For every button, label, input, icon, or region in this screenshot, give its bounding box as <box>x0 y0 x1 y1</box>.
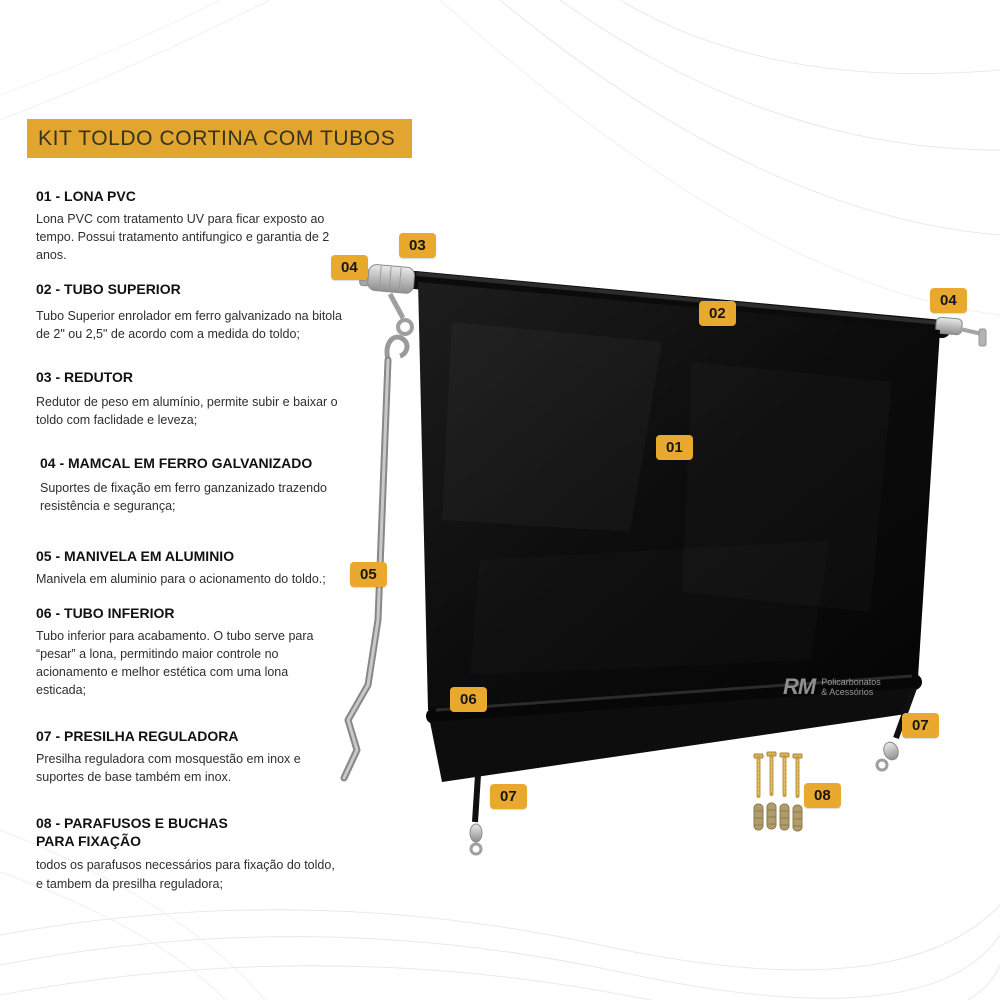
spec-item-04-mamcal: 04 - MAMCAL EM FERRO GALVANIZADO Suporte… <box>40 455 348 515</box>
page-title: KIT TOLDO CORTINA COM TUBOS <box>38 126 396 150</box>
mamcal-right <box>935 316 987 347</box>
mamcal-left <box>387 292 414 336</box>
item-heading-01: 01 - LONA PVC <box>36 188 136 204</box>
item-body-02: Tubo Superior enrolador em ferro galvani… <box>36 309 342 342</box>
spec-item-08-parafusos: 08 - PARAFUSOS E BUCHAS PARA FIXAÇÃO tod… <box>36 814 336 893</box>
spec-item-01-lona-pvc: 01 - LONA PVC Lona PVC com tratamento UV… <box>36 188 354 264</box>
brand-watermark: RM Policarbonatos & Acessórios <box>783 674 881 700</box>
item-heading-04: 04 - MAMCAL EM FERRO GALVANIZADO <box>40 455 313 471</box>
callout-07-presilha-left: 07 <box>490 784 527 809</box>
brand-line2: & Acessórios <box>821 687 874 697</box>
spec-item-05-manivela: 05 - MANIVELA EM ALUMINIO Manivela em al… <box>36 548 376 588</box>
callout-07-presilha-right: 07 <box>902 713 939 738</box>
item-heading-02: 02 - TUBO SUPERIOR <box>36 281 181 297</box>
item-body-05: Manivela em aluminio para o acionamento … <box>36 572 326 586</box>
item-heading-05: 05 - MANIVELA EM ALUMINIO <box>36 548 235 564</box>
presilha-left <box>469 774 483 856</box>
title-banner: KIT TOLDO CORTINA COM TUBOS <box>27 119 412 158</box>
item-heading-08: 08 - PARAFUSOS E BUCHAS PARA FIXAÇÃO <box>36 815 228 850</box>
spec-item-02-tubo-superior: 02 - TUBO SUPERIOR Tubo Superior enrolad… <box>36 281 354 343</box>
callout-04-mamcal-left: 04 <box>331 255 368 280</box>
manivela <box>340 334 410 782</box>
callout-03-redutor: 03 <box>399 233 436 258</box>
item-body-06: Tubo inferior para acabamento. O tubo se… <box>36 629 314 698</box>
callout-04-mamcal-right: 04 <box>930 288 967 313</box>
brand-initials: RM <box>783 674 816 699</box>
item-body-04: Suportes de fixação em ferro ganzanizado… <box>40 481 327 514</box>
bottom-tube <box>426 674 922 782</box>
callout-08-parafusos: 08 <box>804 783 841 808</box>
spec-item-03-redutor: 03 - REDUTOR Redutor de peso em alumínio… <box>36 369 354 429</box>
product-illustration <box>330 230 990 890</box>
item-heading-03: 03 - REDUTOR <box>36 369 133 385</box>
item-body-07: Presilha reguladora com mosquestão em in… <box>36 752 301 785</box>
callout-05-manivela: 05 <box>350 562 387 587</box>
spec-item-06-tubo-inferior: 06 - TUBO INFERIOR Tubo inferior para ac… <box>36 605 332 700</box>
item-heading-07: 07 - PRESILHA REGULADORA <box>36 728 239 744</box>
top-tube <box>406 271 951 338</box>
awning-kit-drawing <box>340 264 987 856</box>
item-body-01: Lona PVC com tratamento UV para ficar ex… <box>36 212 330 263</box>
item-heading-06: 06 - TUBO INFERIOR <box>36 605 175 621</box>
callout-06-tubo-inferior: 06 <box>450 687 487 712</box>
item-body-03: Redutor de peso em alumínio, permite sub… <box>36 395 338 428</box>
callout-02-tubo-superior: 02 <box>699 301 736 326</box>
spec-item-07-presilha: 07 - PRESILHA REGULADORA Presilha regula… <box>36 728 342 786</box>
callout-01-lona: 01 <box>656 435 693 460</box>
parafusos-e-buchas <box>753 751 803 832</box>
lona-pvc <box>418 282 940 710</box>
item-body-08: todos os parafusos necessários para fixa… <box>36 858 335 891</box>
brand-line1: Policarbonatos <box>821 676 881 687</box>
